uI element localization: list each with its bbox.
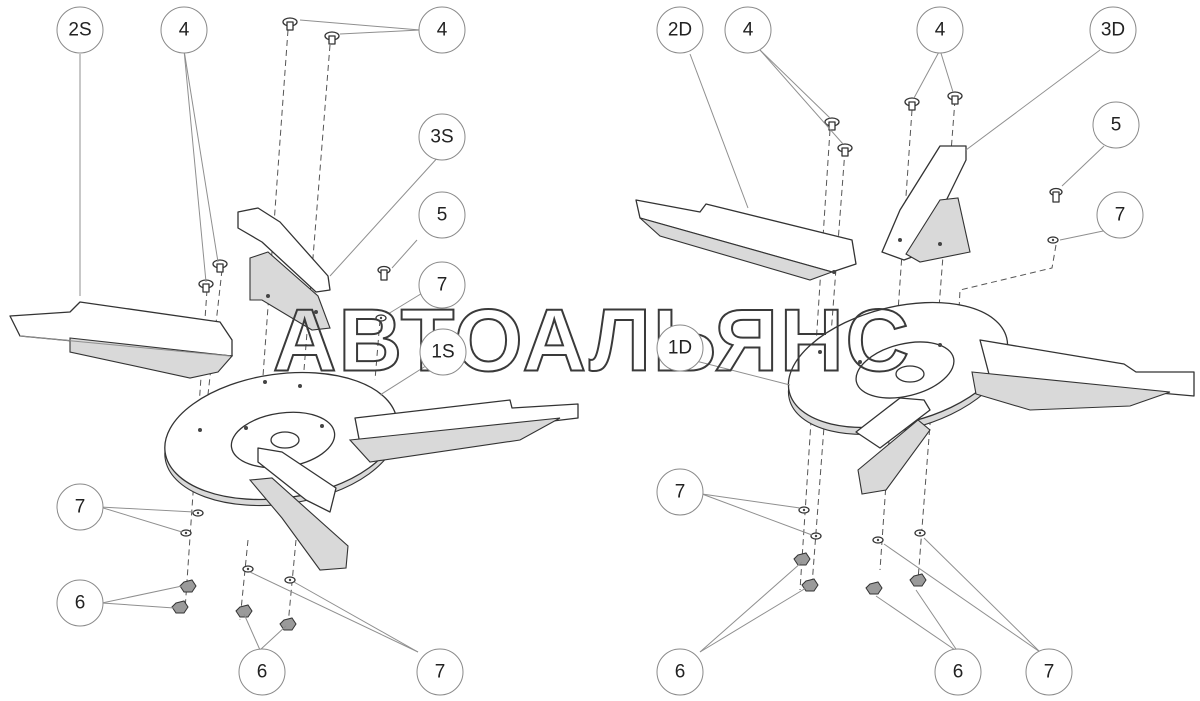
callout-label-7: 7 [435, 662, 446, 683]
callout-label-4: 4 [743, 20, 754, 41]
left-assembly [9, 17, 579, 653]
callout-label-3s: 3S [430, 127, 453, 148]
blade-left-right [348, 399, 579, 463]
axis-line [957, 244, 1057, 331]
callout-label-4: 4 [935, 20, 946, 41]
blade-right-long [971, 339, 1195, 411]
blade-2s [9, 301, 234, 379]
callout-label-7: 7 [675, 482, 686, 503]
callout-label-7: 7 [75, 497, 86, 518]
disc-1d [787, 301, 1009, 436]
callout-label-2s: 2S [68, 20, 91, 41]
callout-label-6: 6 [257, 662, 268, 683]
callout-bubble: 2S [56, 6, 104, 54]
callout-label-7: 7 [1044, 662, 1055, 683]
callout-label-6: 6 [75, 593, 86, 614]
callout-bubble: 7 [1096, 191, 1144, 239]
axis-line [374, 319, 381, 381]
callout-bubble: 2D [656, 6, 704, 54]
callout-bubble: 7 [418, 261, 466, 309]
bracket-3d [881, 145, 971, 263]
axis-line [301, 44, 331, 396]
callout-bubble: 7 [56, 483, 104, 531]
bracket-right-front [855, 397, 931, 495]
callout-bubble: 6 [656, 648, 704, 696]
leaders-right [689, 49, 1109, 653]
callout-bubble: 1S [419, 328, 467, 376]
callout-label-6: 6 [953, 662, 964, 683]
callout-bubble: 6 [238, 648, 286, 696]
callout-bubble: 4 [418, 6, 466, 54]
watermark-text: АВТОАЛЬЯНС [273, 291, 911, 390]
callout-bubble: 3S [418, 113, 466, 161]
callout-label-5: 5 [1111, 115, 1122, 136]
bracket-left-lower [248, 447, 349, 571]
right-assembly [635, 49, 1195, 653]
callout-bubble: 7 [1025, 648, 1073, 696]
callout-label-5: 5 [437, 205, 448, 226]
bolts-left [198, 17, 391, 293]
callout-bubble: 6 [56, 579, 104, 627]
bolts-right [824, 91, 1063, 203]
callout-label-4: 4 [437, 20, 448, 41]
callout-bubble: 7 [416, 648, 464, 696]
blade-2d [635, 199, 857, 281]
callout-bubble: 5 [1092, 101, 1140, 149]
axis-line [261, 29, 289, 391]
callout-label-2d: 2D [668, 20, 692, 41]
callout-bubble: 3D [1089, 6, 1137, 54]
callout-label-1s: 1S [431, 342, 454, 363]
callout-label-6: 6 [675, 662, 686, 683]
callout-bubble: 5 [418, 191, 466, 239]
callout-label-4: 4 [179, 20, 190, 41]
callout-bubble: 7 [656, 468, 704, 516]
callout-label-1d: 1D [668, 338, 692, 359]
callout-bubble: 4 [160, 6, 208, 54]
callout-bubble: 4 [916, 6, 964, 54]
axis-line [239, 539, 249, 621]
callout-bubble: 6 [934, 648, 982, 696]
callout-label-3d: 3D [1101, 20, 1125, 41]
callout-label-7: 7 [437, 275, 448, 296]
callout-label-7: 7 [1115, 205, 1126, 226]
disc-1s [164, 371, 398, 507]
bracket-3s [237, 207, 331, 331]
callout-bubble: 4 [724, 6, 772, 54]
callout-bubble: 1D [656, 324, 704, 372]
washers-nuts-left [171, 314, 387, 631]
axis-line [811, 149, 846, 586]
